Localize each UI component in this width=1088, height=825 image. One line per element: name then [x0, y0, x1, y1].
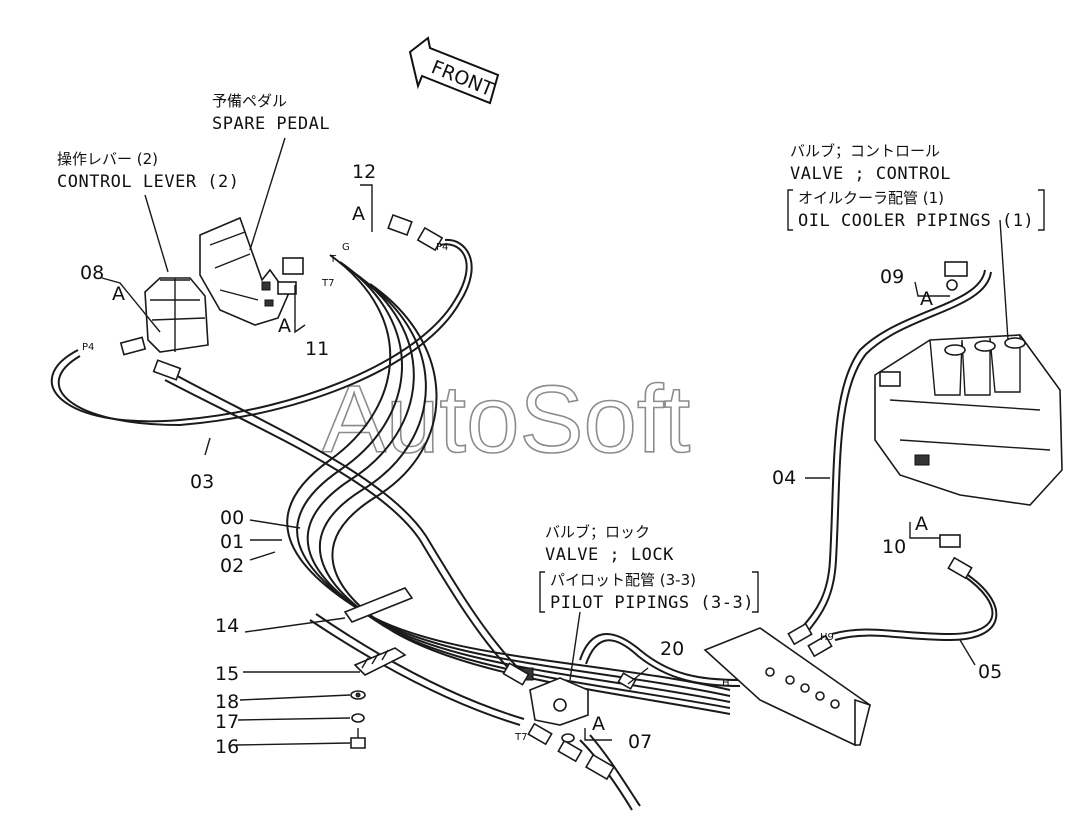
leader-lines — [101, 137, 1009, 746]
bracket-marks — [539, 189, 1045, 613]
detail-mark-a: A — [592, 713, 605, 735]
clamp-bracket — [343, 587, 414, 676]
port-mark-h9: H9 — [820, 632, 834, 643]
port-mark-t7: T7 — [514, 732, 527, 743]
detail-mark-a: A — [278, 315, 291, 337]
port-mark-t7: T7 — [321, 278, 334, 289]
detail-mark-a: A — [352, 203, 365, 225]
detail-marks: A A A A A A — [112, 203, 933, 735]
part-number-17: 17 — [215, 711, 239, 733]
part-number-01: 01 — [220, 531, 244, 553]
part-number-04: 04 — [772, 467, 796, 489]
part-number-00: 00 — [220, 507, 244, 529]
port-marks: P4 P4 T T7 T7 H H9 G — [82, 242, 834, 743]
hose-lines — [50, 238, 998, 811]
part-number-08: 08 — [80, 262, 104, 284]
control-lever-label: CONTROL LEVER (2) — [57, 172, 240, 192]
valve-lock-label: VALVE ; LOCK — [545, 545, 674, 565]
part-number-12: 12 — [352, 161, 376, 183]
port-mark-t: T — [329, 254, 337, 265]
spare-pedal-jp-label: 予備ペダル — [212, 92, 287, 110]
part-number-05: 05 — [978, 661, 1002, 683]
fittings — [119, 213, 973, 781]
part-number-07: 07 — [628, 731, 652, 753]
port-mark-g: G — [342, 242, 350, 253]
valve-control-jp-label: バルブ；コントロール — [790, 142, 940, 160]
port-mark-p4: P4 — [436, 242, 448, 253]
control-valve — [874, 334, 1063, 506]
part-number-03: 03 — [190, 471, 214, 493]
control-lever — [144, 277, 209, 353]
spare-pedal-label: SPARE PEDAL — [212, 114, 330, 134]
part-number-14: 14 — [215, 615, 239, 637]
watermark: AutoSoft — [322, 366, 690, 473]
part-number-10: 10 — [882, 536, 906, 558]
part-number-15: 15 — [215, 663, 239, 685]
control-lever-jp-label: 操作レバー (2) — [57, 150, 158, 168]
pilot-pipings-jp-label: パイロット配管 (3-3) — [550, 571, 696, 589]
spare-pedal — [199, 216, 289, 326]
pilot-pipings-label: PILOT PIPINGS (3-3) — [550, 593, 754, 613]
port-mark-h: H — [722, 678, 730, 689]
part-number-18: 18 — [215, 691, 239, 713]
front-arrow: FRONT — [408, 36, 500, 105]
valve-lock-jp-label: バルブ；ロック — [545, 523, 650, 541]
part-number-11: 11 — [305, 338, 329, 360]
part-number-09: 09 — [880, 266, 904, 288]
detail-mark-a: A — [920, 288, 933, 310]
valve-control-label: VALVE ; CONTROL — [790, 164, 951, 184]
part-number-16: 16 — [215, 736, 239, 758]
manifold-plate — [703, 627, 871, 747]
text-labels: 予備ペダル SPARE PEDAL 操作レバー (2) CONTROL LEVE… — [57, 92, 1034, 613]
bolt-set — [350, 690, 366, 749]
port-mark-p4: P4 — [82, 342, 94, 353]
oil-cooler-jp-label: オイルクーラ配管 (1) — [798, 189, 944, 207]
detail-mark-a: A — [915, 513, 928, 535]
part-number-02: 02 — [220, 555, 244, 577]
part-number-20: 20 — [660, 638, 684, 660]
detail-mark-a: A — [112, 283, 125, 305]
part-numbers: 12 11 08 09 03 04 00 01 02 14 15 18 17 1… — [80, 161, 1002, 758]
oil-cooler-label: OIL COOLER PIPINGS (1) — [798, 211, 1034, 231]
